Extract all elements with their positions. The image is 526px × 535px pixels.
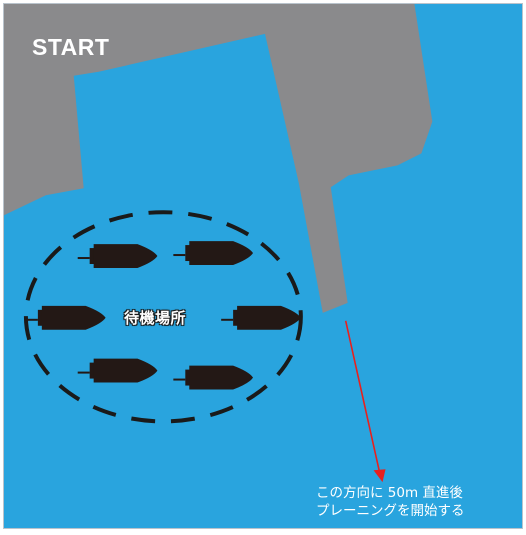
- water: [4, 4, 522, 528]
- boat-icon: [25, 305, 106, 330]
- planing-instruction: この方向に 50m 直進後 プレーニングを開始する: [316, 484, 465, 520]
- instruction-line-1: この方向に 50m 直進後: [316, 485, 463, 501]
- map-frame: START 待機場所 この方向に 50m 直進後 プレーニングを開始する: [3, 3, 523, 529]
- instruction-line-2: プレーニングを開始する: [316, 503, 465, 519]
- boat-icon: [173, 365, 254, 390]
- arrow-down-icon: [344, 320, 386, 483]
- waiting-area-boundary: [23, 210, 303, 424]
- start-label: START: [32, 34, 110, 60]
- boats-layer: [25, 241, 301, 390]
- boat-icon: [77, 244, 158, 268]
- boat-icon: [77, 358, 158, 383]
- harbor-map: [4, 4, 522, 528]
- boat-icon: [173, 241, 254, 266]
- boat-icon: [221, 305, 301, 330]
- waiting-area-label: 待機場所: [124, 309, 187, 327]
- pier-land: [4, 4, 433, 313]
